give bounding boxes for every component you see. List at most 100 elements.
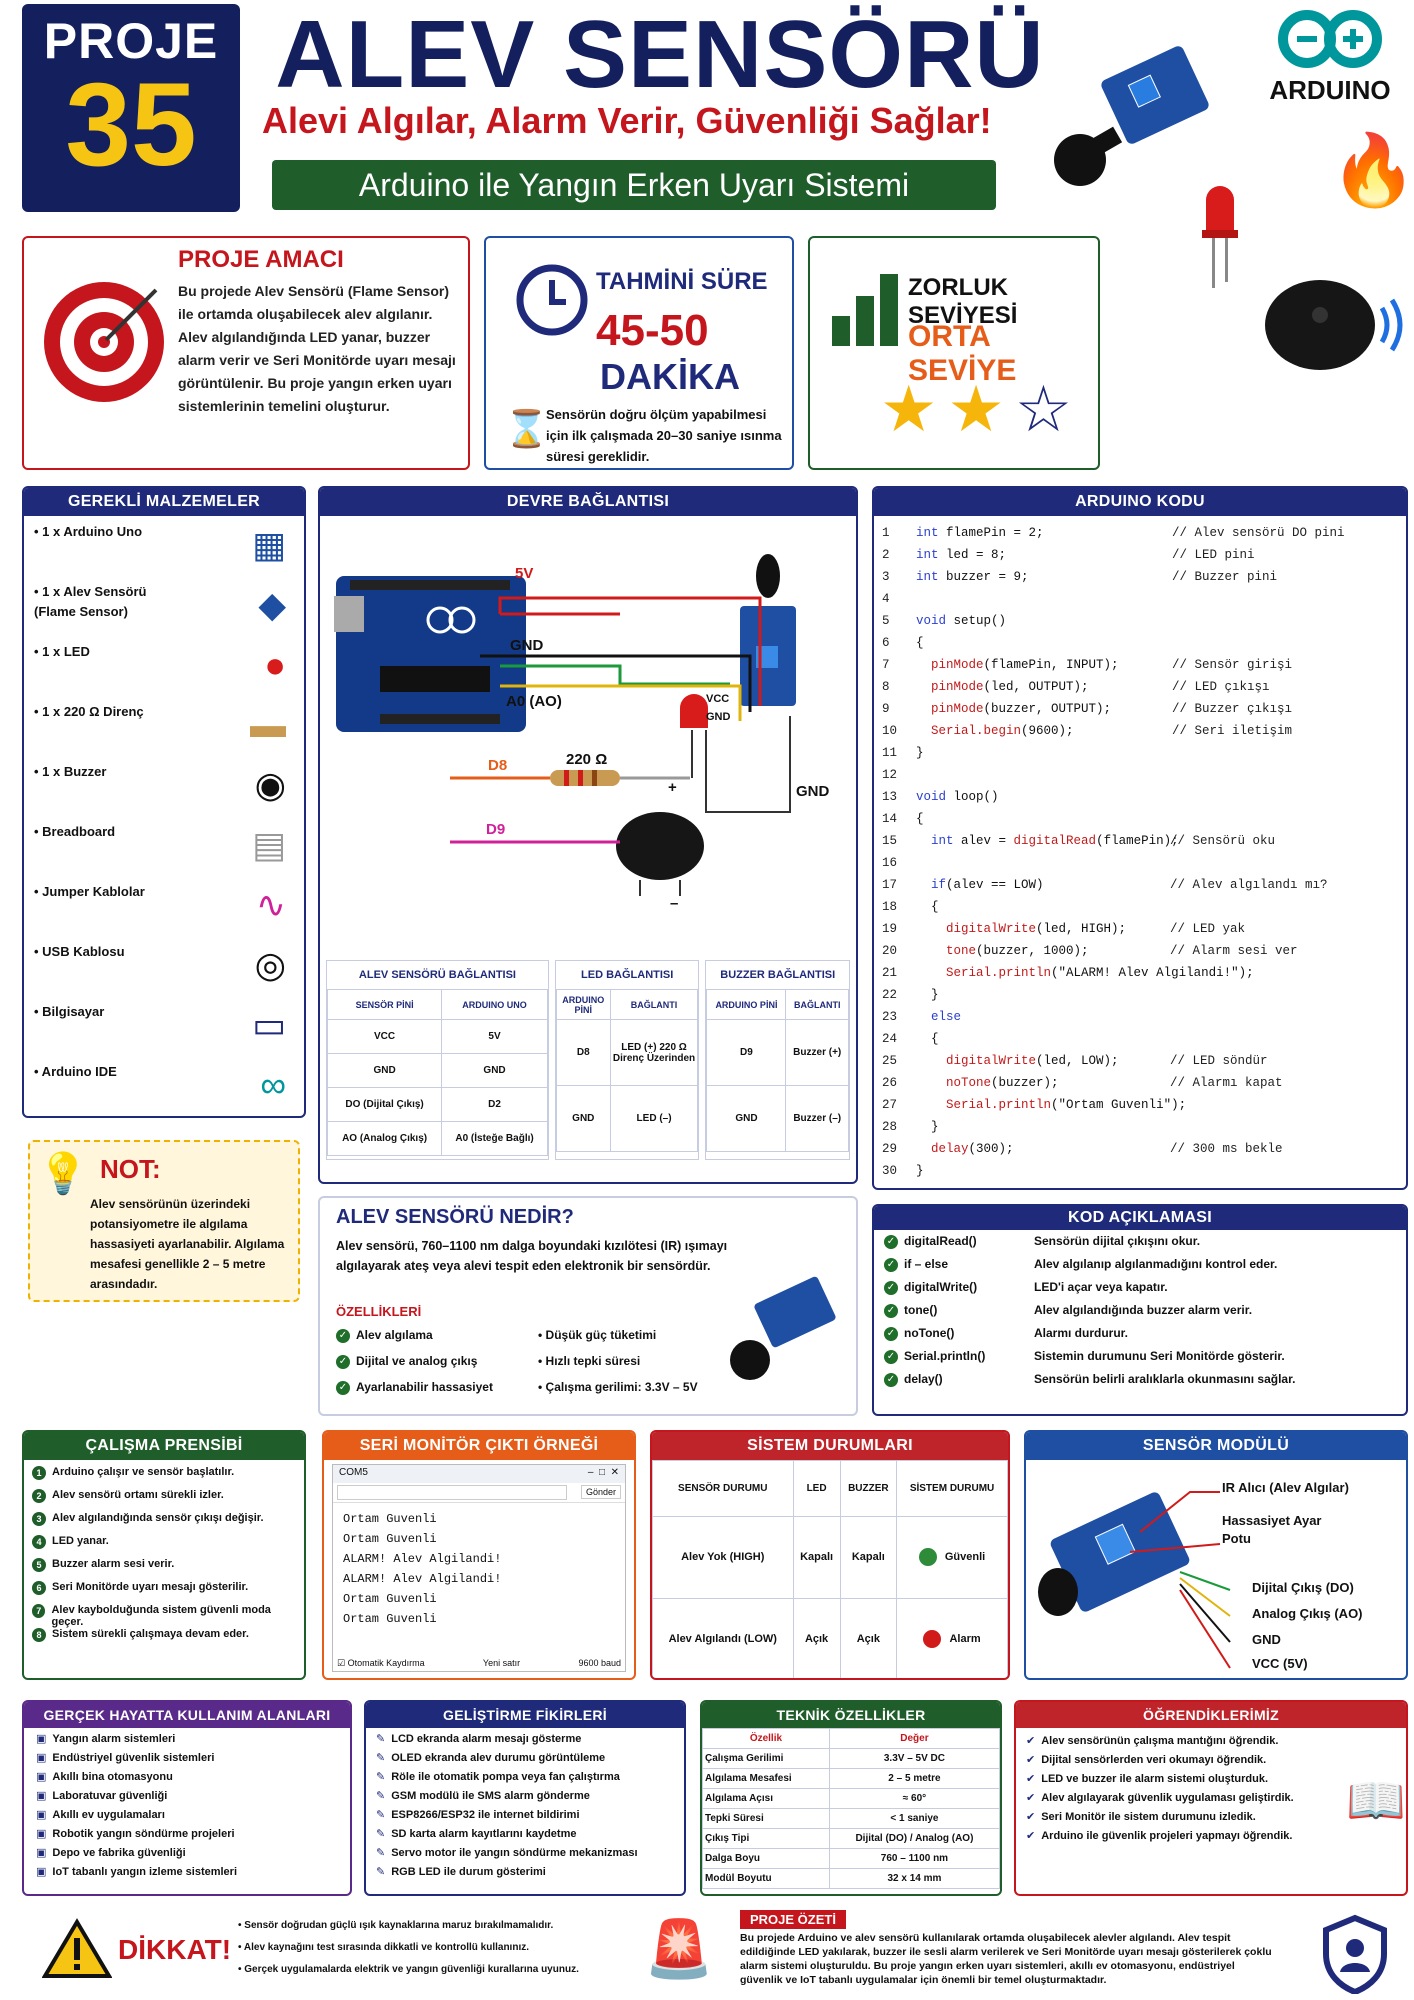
table-header: SENSÖR DURUMU — [652, 1460, 794, 1517]
code-line: 20 tone(buzzer, 1000);// Alarm sesi ver — [882, 944, 1398, 966]
aciklama-row: ✓delay()Sensörün belirli aralıklarla oku… — [884, 1372, 1396, 1395]
table-cell: < 1 saniye — [828, 1808, 1000, 1829]
list-item: ✎Röle ile otomatik pompa veya fan çalışt… — [376, 1770, 674, 1789]
func-desc: Sensörün dijital çıkışını okur. — [1034, 1234, 1201, 1248]
table-header: LED — [792, 1460, 841, 1517]
step-text: Alev kaybolduğunda sistem güvenli moda g… — [51, 1604, 271, 1628]
zorluk-card: ZORLUK SEVİYESİ ORTA SEVİYE ★★☆ — [808, 236, 1100, 470]
malzeme-label: • Arduino IDE — [34, 1064, 117, 1079]
code-line: 6{ — [882, 636, 1398, 658]
table-cell: D2 — [441, 1087, 548, 1122]
code-comment: // Buzzer pini — [1172, 570, 1278, 584]
table-cell: Dalga Boyu — [702, 1848, 830, 1869]
code-line: 26 noTone(buzzer);// Alarmı kapat — [882, 1076, 1398, 1098]
table-cell: 760 – 1100 nm — [828, 1848, 1000, 1869]
lbl-plus: + — [668, 779, 677, 796]
star-icon: ★ — [947, 373, 1015, 445]
aciklama-row: ✓Serial.println()Sistemin durumunu Seri … — [884, 1349, 1396, 1372]
table-cell: GND — [555, 1085, 611, 1152]
ozellikler-title: ÖZELLİKLERİ — [336, 1304, 422, 1319]
zorluk-title: ZORLUK SEVİYESİ — [908, 274, 1018, 329]
dikkat-item: • Gerçek uygulamalarda elektrik ve yangı… — [238, 1964, 579, 1975]
step-text: Alev algılandığında sensör çıkışı değişi… — [52, 1512, 264, 1524]
dikkat-box: DİKKAT! • Sensör doğrudan güçlü ışık kay… — [22, 1908, 742, 1996]
code-text: { — [916, 812, 924, 826]
list-item: ✔LED ve buzzer ile alarm sistemi oluştur… — [1026, 1772, 1326, 1791]
table-cell: GND — [441, 1053, 548, 1088]
list-item: ✎ GSM modülü ile SMS alarm gönderme — [376, 1789, 674, 1808]
bullet-icon: ✔ — [1026, 1811, 1036, 1823]
table-cell: LED (+) 220 Ω Direnç Üzerinden — [609, 1019, 699, 1086]
code-line: 14{ — [882, 812, 1398, 834]
malzeme-label: • 1 x Buzzer — [34, 764, 107, 779]
check-icon: ✓ — [336, 1380, 350, 1395]
table-cell: Alev Algılandı (LOW) — [652, 1597, 794, 1678]
code-text: if(alev == LOW) — [931, 878, 1044, 892]
window-controls[interactable]: – □ ✕ — [587, 1467, 619, 1478]
proje-amaci-card: PROJE AMACI Bu projede Alev Sensörü (Fla… — [22, 236, 470, 470]
code-comment: // LED pini — [1172, 548, 1255, 562]
code-comment: // Alev sensörü DO pini — [1172, 526, 1345, 540]
code-text: { — [916, 900, 939, 914]
modul-label-ir: IR Alıcı (Alev Algılar) — [1222, 1480, 1349, 1495]
table-cell: AO (Analog Çıkış) — [326, 1121, 443, 1156]
status-label: Alarm — [949, 1632, 981, 1645]
list-item: ▣Akıllı ev uygulamaları — [36, 1808, 338, 1827]
send-input[interactable] — [337, 1485, 567, 1500]
page-subtitle: Alevi Algılar, Alarm Verir, Güvenliği Sa… — [262, 100, 992, 141]
list-label: Servo motor ile yangın söndürme mekanizm… — [391, 1847, 638, 1859]
dikkat-title: DİKKAT! — [118, 1934, 232, 1965]
line-number: 10 — [882, 724, 898, 738]
func-desc: LED'i açar veya kapatır. — [1034, 1280, 1168, 1294]
list-label: Dijital sensörlerden veri okumayı öğrend… — [1041, 1754, 1267, 1766]
malzeme-label: • Bilgisayar — [34, 1004, 105, 1019]
breadboard-icon: ▤ — [251, 824, 286, 865]
code-text: delay(300); — [931, 1142, 1014, 1156]
lbl-a0: A0 (AO) — [506, 693, 562, 710]
list-label: GSM modülü ile SMS alarm gönderme — [391, 1790, 590, 1802]
code-text: int led = 8; — [916, 548, 1007, 562]
table-row: DO (Dijital Çıkış)D2 — [326, 1087, 548, 1122]
func-name: digitalWrite() — [904, 1280, 978, 1294]
list-label: Yangın alarm sistemleri — [52, 1733, 176, 1745]
check-icon: ✓ — [884, 1326, 898, 1341]
amac-text: Bu projede Alev Sensörü (Flame Sensor) i… — [178, 283, 456, 414]
code-comment: // Seri iletişim — [1172, 724, 1293, 738]
ozellik-item: • Düşük güç tüketimi — [538, 1328, 657, 1342]
code-line: 9 pinMode(buzzer, OUTPUT);// Buzzer çıkı… — [882, 702, 1398, 724]
bullet-icon: ✎ — [376, 1847, 386, 1859]
autoscroll-checkbox[interactable]: ☑ Otomatik Kaydırma — [337, 1658, 425, 1668]
lbl-res: 220 Ω — [566, 751, 607, 768]
code-comment: // Alarmı kapat — [1170, 1076, 1283, 1090]
check-icon: ✓ — [336, 1354, 350, 1369]
lbl-5v: 5V — [515, 565, 533, 582]
func-desc: Alev algılanıp algılanmadığını kontrol e… — [1034, 1257, 1278, 1271]
malzeme-label: • Breadboard — [34, 824, 116, 839]
baud-select[interactable]: 9600 baud — [578, 1658, 621, 1668]
status-dot-icon — [918, 1548, 937, 1567]
aciklama-row: ✓ digitalWrite() LED'i açar veya kapatır. — [884, 1280, 1396, 1303]
list-label: Akıllı ev uygulamaları — [52, 1809, 165, 1821]
dikkat-item: • Alev kaynağını test sırasında dikkatli… — [238, 1942, 529, 1953]
list-label: Alev sensörünün çalışma mantığını öğrend… — [1041, 1735, 1279, 1747]
line-number: 27 — [882, 1098, 898, 1112]
newline-select[interactable]: Yeni satır — [482, 1658, 521, 1668]
code-line: 28 } — [882, 1120, 1398, 1142]
warning-icon — [42, 1918, 112, 1978]
send-button[interactable]: Gönder — [580, 1485, 621, 1499]
circuit-diagram: 5V GND A0 (AO) VCC GND D8 D9 220 Ω GND +… — [334, 554, 830, 912]
check-icon: ✓ — [884, 1280, 898, 1295]
step-number-icon: 8 — [32, 1628, 46, 1642]
bullet-icon: ✔ — [1026, 1773, 1036, 1785]
bullet-icon: ✎ — [376, 1790, 386, 1802]
modul-label-do: Dijital Çıkış (DO) — [1252, 1580, 1354, 1595]
step-text: Seri Monitörde uyarı mesajı gösterilir. — [52, 1581, 249, 1593]
ozet-title: PROJE ÖZETİ — [740, 1910, 846, 1929]
malzeme-label: • 1 x 220 Ω Direnç — [34, 704, 144, 719]
alanlar-panel: GERÇEK HAYATTA KULLANIM ALANLARI ▣Yangın… — [22, 1700, 352, 1896]
